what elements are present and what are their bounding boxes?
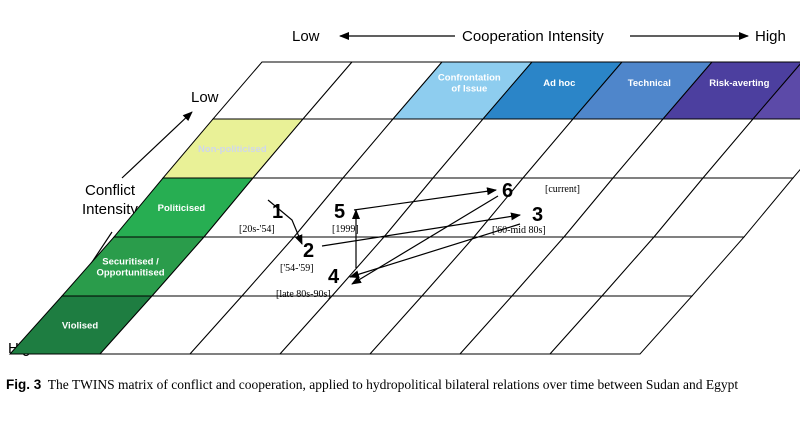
node-number: 5	[334, 201, 345, 223]
cooperation-low-label: Low	[292, 28, 320, 45]
state-node-3: 3 ['60-mid 80s]	[492, 204, 546, 236]
matrix-cells	[8, 61, 800, 355]
cooperation-level-label-line: Technical	[628, 78, 671, 89]
arrow-6-to-4	[351, 195, 499, 285]
node-number: 2	[303, 240, 314, 262]
node-number: 1	[272, 201, 283, 223]
cooperation-level-label-line: Ad hoc	[543, 78, 575, 89]
conflict-level-label-line: Politicised	[158, 203, 206, 214]
cooperation-axis-title: Cooperation Intensity	[462, 28, 604, 45]
conflict-level-label: Securitised /Opportunitised	[96, 257, 164, 279]
conflict-low-label: Low	[191, 89, 219, 106]
matrix-cell	[548, 295, 694, 355]
transition-arrows	[267, 187, 521, 285]
node-period: [late 80s-90s]	[276, 289, 331, 300]
node-period: ['54-'59]	[280, 263, 314, 274]
conflict-level-label-line: Non-politicised	[198, 144, 267, 155]
arrow-1-to-2	[267, 199, 303, 245]
matrix-cell	[751, 63, 800, 120]
cooperation-level-label: Technical	[628, 78, 671, 89]
cooperation-level-label: Ad hoc	[543, 78, 575, 89]
state-node-5: 5 [1999]	[332, 201, 359, 235]
node-number: 4	[328, 266, 340, 288]
caption-text: The TWINS matrix of conflict and coopera…	[47, 377, 739, 392]
twins-matrix: Low Cooperation Intensity High Low Confl…	[8, 28, 800, 357]
cooperation-level-label-line: Confrontation	[438, 73, 501, 84]
arrow-5-to-6	[353, 187, 497, 211]
cooperation-level-label-line: of Issue	[451, 84, 487, 95]
node-period: ['60-mid 80s]	[492, 225, 546, 236]
conflict-arrow-up	[121, 111, 193, 179]
cooperation-level-label-line: Risk-averting	[709, 78, 769, 89]
node-number: 6	[502, 180, 513, 202]
state-node-6: 6 [current]	[502, 180, 580, 202]
conflict-level-label: Violised	[62, 321, 98, 332]
state-node-2: 2 ['54-'59]	[280, 240, 314, 274]
node-period: [20s-'54]	[239, 224, 275, 235]
state-node-1: 1 [20s-'54]	[239, 201, 283, 235]
node-number: 3	[532, 204, 543, 226]
figure-label: Fig. 3	[6, 377, 42, 392]
node-period: [current]	[545, 184, 580, 195]
arrow-2-to-3	[321, 212, 521, 247]
conflict-axis-title-line1: Conflict	[85, 182, 136, 199]
conflict-level-label: Politicised	[158, 203, 206, 214]
conflict-level-label: Non-politicised	[198, 144, 267, 155]
state-node-4: 4 [late 80s-90s]	[276, 266, 340, 300]
figure-caption: Fig. 3 The TWINS matrix of conflict and …	[6, 376, 794, 394]
conflict-axis-title-line2: Intensity	[82, 201, 138, 218]
cooperation-high-label: High	[755, 28, 786, 45]
conflict-level-label-line: Violised	[62, 321, 98, 332]
conflict-level-label-line: Opportunitised	[96, 268, 164, 279]
cooperation-level-label: Risk-averting	[709, 78, 769, 89]
conflict-level-label-line: Securitised /	[102, 257, 159, 268]
node-period: [1999]	[332, 224, 359, 235]
